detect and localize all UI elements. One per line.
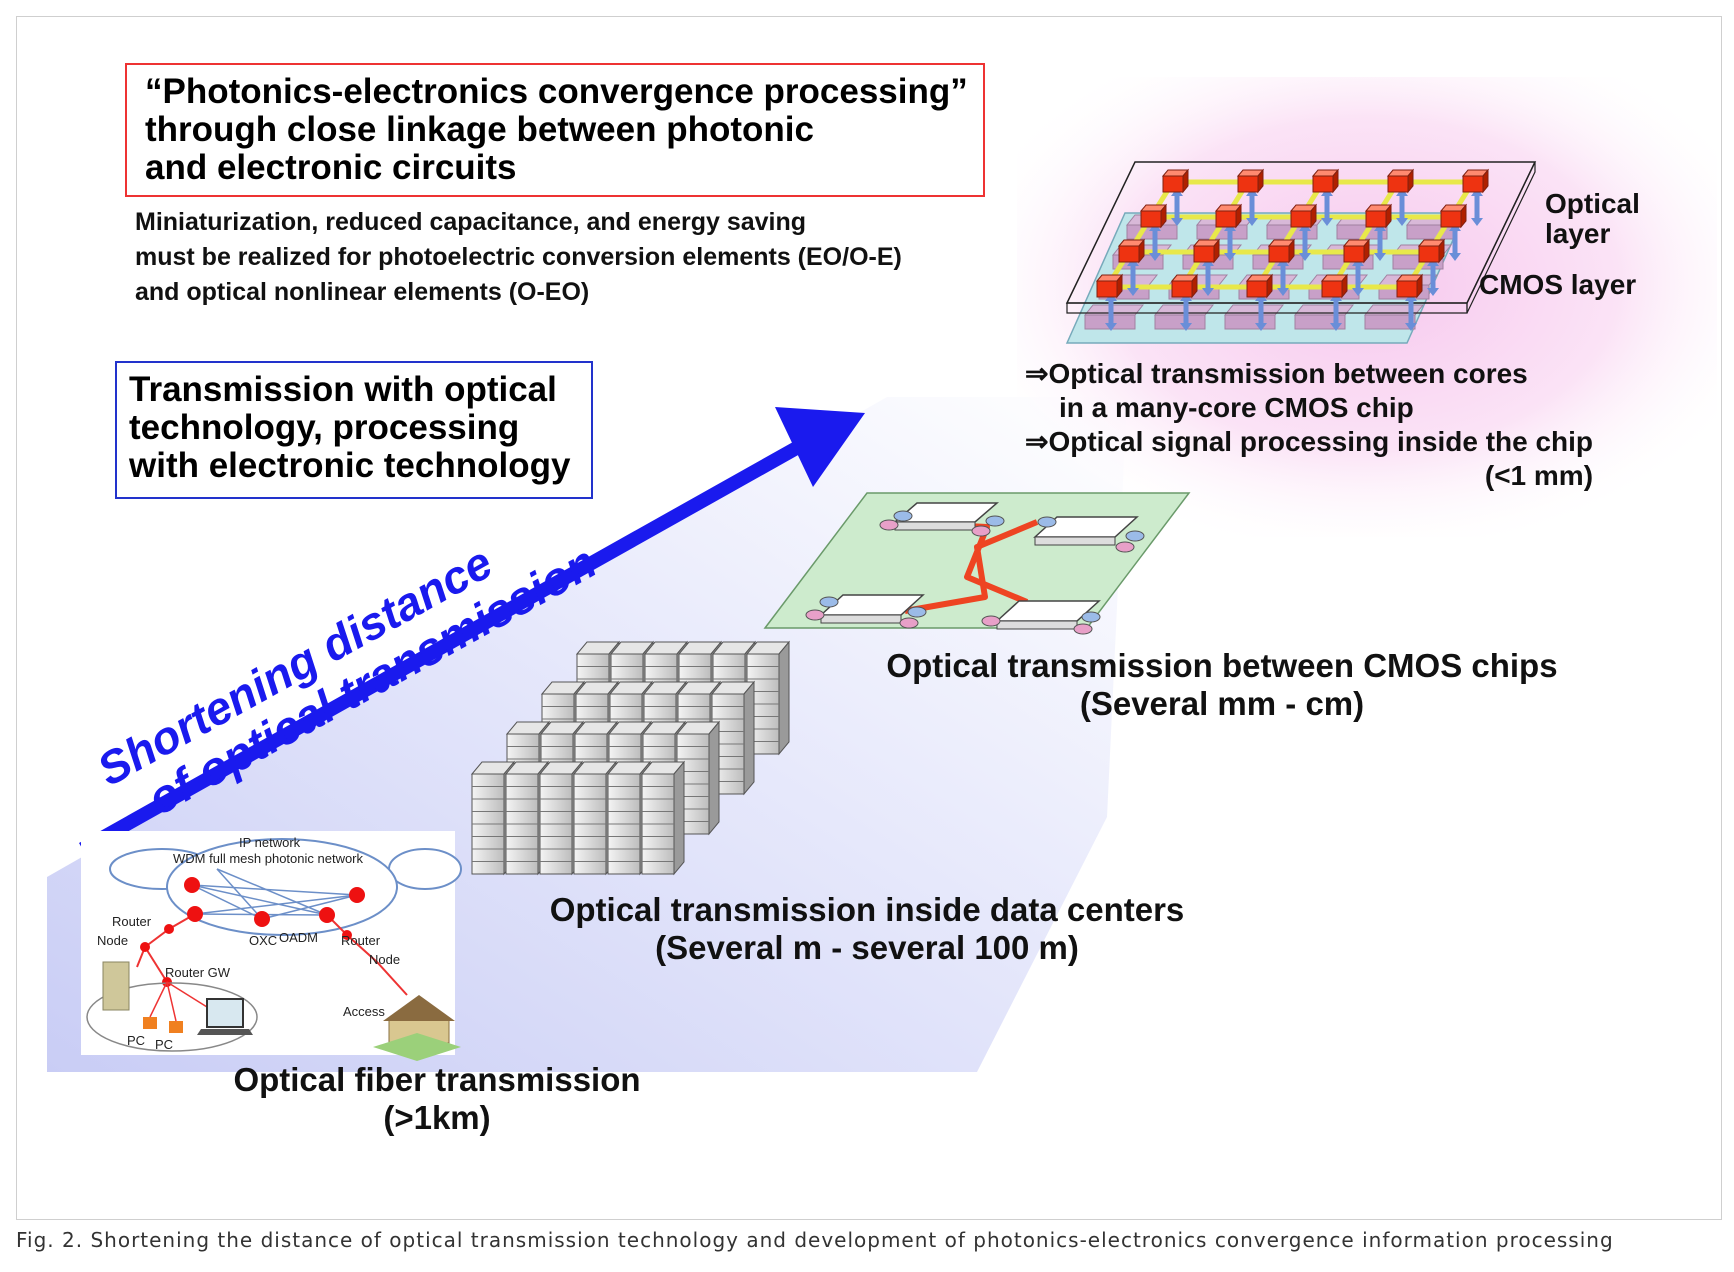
label-router-gw: Router GW	[165, 965, 231, 980]
optical-node	[1171, 280, 1193, 298]
approach-line-2: technology, processing	[129, 408, 520, 447]
on-chip-line-1: ⇒Optical transmission between cores	[1025, 358, 1528, 389]
chip-4	[981, 600, 1101, 635]
shortening-arrow	[79, 407, 865, 855]
optical-layer-label: Optical layer	[1545, 189, 1640, 249]
chip-2	[1033, 516, 1145, 553]
optical-node	[1246, 280, 1268, 298]
cmos-layer-label: CMOS layer	[1479, 269, 1637, 300]
label-oxc: OXC	[249, 933, 277, 948]
optical-node	[1321, 280, 1343, 298]
diagram-artwork: Shortening distance of optical transmiss…	[47, 77, 1717, 1072]
optical-layer-label-2: layer	[1545, 218, 1611, 249]
requirements-line-3: and optical nonlinear elements (O-EO)	[135, 278, 590, 306]
on-chip-line-3: ⇒Optical signal processing inside the ch…	[1025, 426, 1594, 457]
cmos-chip-board	[763, 492, 1191, 635]
optical-node	[1440, 210, 1462, 228]
fiber-title: Optical fiber transmission	[233, 1061, 641, 1098]
approach-line-1: Transmission with optical	[129, 370, 557, 409]
waveguide	[1329, 180, 1401, 289]
optical-node	[1343, 245, 1365, 263]
optical-node	[1312, 175, 1334, 193]
cmos-block-face	[1364, 314, 1416, 330]
label-node-right: Node	[369, 952, 400, 967]
waveguide	[1254, 180, 1326, 289]
label-pc-2: PC	[155, 1037, 173, 1052]
figure-caption: Fig. 2. Shortening the distance of optic…	[16, 1228, 1614, 1252]
label-wdm: WDM full mesh photonic network	[173, 851, 364, 866]
requirements-line-2: must be realized for photoelectric conve…	[135, 243, 902, 271]
between-chips-title: Optical transmission between CMOS chips	[886, 647, 1558, 684]
title-line-1: “Photonics-electronics convergence proce…	[145, 72, 968, 111]
data-center-racks	[470, 640, 791, 876]
optical-node	[1387, 175, 1409, 193]
label-pc-1: PC	[127, 1033, 145, 1048]
title-line-3: and electronic circuits	[145, 148, 517, 187]
data-centers-range: (Several m - several 100 m)	[655, 929, 1079, 966]
figure-panel: Shortening distance of optical transmiss…	[16, 16, 1722, 1220]
waveguide	[1404, 180, 1476, 289]
on-chip-line-4: (<1 mm)	[1484, 460, 1594, 491]
label-router-right: Router	[341, 933, 381, 948]
label-oadm: OADM	[279, 930, 318, 945]
optical-layer-grid	[1095, 168, 1490, 331]
label-access: Access	[343, 1004, 385, 1019]
optical-node	[1290, 210, 1312, 228]
optical-node	[1462, 175, 1484, 193]
chip-1	[879, 502, 1005, 537]
on-chip-bullets: ⇒Optical transmission between cores in a…	[1025, 357, 1593, 493]
label-ip-network: IP network	[239, 835, 301, 850]
optical-node	[1118, 245, 1140, 263]
optical-node	[1096, 280, 1118, 298]
server-rack	[640, 760, 686, 876]
many-core-chip	[1065, 161, 1537, 344]
cmos-block-face	[1224, 314, 1276, 330]
requirements-text: Miniaturization, reduced capacitance, an…	[135, 205, 902, 310]
title-line-2: through close linkage between photonic	[145, 110, 814, 149]
optical-node	[1237, 175, 1259, 193]
optical-node	[1140, 210, 1162, 228]
requirements-line-1: Miniaturization, reduced capacitance, an…	[135, 208, 807, 236]
data-centers-title: Optical transmission inside data centers	[549, 891, 1185, 928]
fiber-range: (>1km)	[383, 1099, 491, 1136]
optical-layer-label-1: Optical	[1545, 188, 1640, 219]
between-chips-range: (Several mm - cm)	[1079, 685, 1365, 722]
optical-node	[1215, 210, 1237, 228]
optical-node	[1162, 175, 1184, 193]
cmos-block-face	[1154, 314, 1206, 330]
label-node-left: Node	[97, 933, 128, 948]
optical-node	[1365, 210, 1387, 228]
waveguide	[1104, 180, 1176, 289]
network-illustration: IP network WDM full mesh photonic networ…	[81, 831, 462, 1061]
optical-node	[1193, 245, 1215, 263]
optical-node	[1396, 280, 1418, 298]
on-chip-line-2: in a many-core CMOS chip	[1059, 392, 1414, 423]
optical-node	[1418, 245, 1440, 263]
optical-node	[1268, 245, 1290, 263]
title-box: “Photonics-electronics convergence proce…	[125, 63, 985, 197]
fiber-label: Optical fiber transmission (>1km)	[197, 1061, 677, 1137]
approach-line-3: with electronic technology	[129, 446, 571, 485]
label-router-left: Router	[112, 914, 152, 929]
between-chips-label: Optical transmission between CMOS chips …	[837, 647, 1607, 723]
approach-box: Transmission with optical technology, pr…	[115, 361, 593, 499]
data-centers-label: Optical transmission inside data centers…	[517, 891, 1217, 967]
chip-3	[805, 594, 927, 629]
waveguide	[1179, 180, 1251, 289]
